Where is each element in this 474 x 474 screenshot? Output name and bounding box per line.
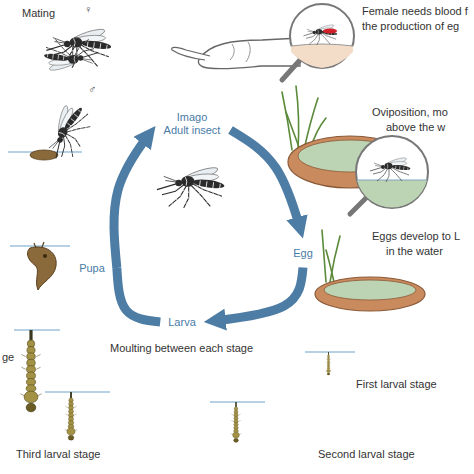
second-larva — [231, 402, 242, 442]
magnifier-blood-meal — [282, 60, 300, 80]
first-larva — [326, 352, 332, 375]
annotation-text: Female needs blood f — [362, 4, 468, 18]
fourth-larva — [14, 329, 60, 330]
stage-name: Larva — [168, 316, 196, 329]
hand-drawing — [172, 47, 210, 60]
stage-label: Larva — [166, 314, 198, 331]
second-larva — [210, 402, 265, 442]
cycle-arrow — [114, 126, 156, 268]
annotation-text: ge — [2, 350, 14, 364]
stage-name: Imago Adult insect — [164, 111, 221, 137]
magnifier-oviposition — [350, 198, 366, 214]
magnifier-blood-meal — [282, 4, 354, 80]
magnifier-oviposition — [350, 136, 428, 214]
fourth-larva — [20, 330, 41, 412]
annotation-text: Third larval stage — [16, 447, 100, 461]
stage-name: Egg — [293, 247, 313, 260]
third-larva — [45, 392, 110, 440]
grass — [326, 250, 334, 282]
hand-drawing — [198, 38, 300, 69]
mating-mosquitoes — [44, 27, 112, 73]
magnifier-oviposition — [357, 180, 427, 181]
annotation-text: ♂ — [88, 82, 96, 96]
stage-label: Egg — [291, 245, 315, 262]
emerging-adult — [38, 99, 98, 166]
cycle-arrow — [204, 268, 303, 323]
grass — [330, 236, 340, 282]
annotation-text: the production of eg — [362, 19, 459, 33]
annotation-text: above the w — [386, 120, 445, 134]
third-larva — [65, 392, 78, 440]
adult-mosquito — [157, 165, 225, 208]
annotation-text: in the water — [386, 244, 443, 258]
grass — [322, 230, 326, 282]
hand-drawing — [172, 38, 300, 69]
grass — [322, 230, 340, 282]
pupa-drawing — [28, 247, 57, 290]
annotation-text: Eggs develop to L — [372, 229, 460, 243]
third-larva — [45, 391, 110, 392]
magnifier-blood-meal — [304, 24, 338, 45]
magnifier-oviposition — [370, 156, 411, 182]
adult-mosquito — [157, 165, 225, 208]
grass — [286, 112, 300, 150]
grass — [282, 92, 292, 150]
annotation-text: Oviposition, mo — [372, 105, 448, 119]
stage-name: Pupa — [79, 262, 105, 275]
magnifier-blood-meal — [323, 28, 337, 33]
emerging-adult — [8, 99, 98, 166]
fourth-larva — [14, 330, 60, 412]
emerging-adult — [30, 150, 58, 160]
annotation-text: Second larval stage — [318, 447, 415, 461]
stage-label: Pupa — [77, 260, 107, 277]
annotation-text: First larval stage — [356, 377, 437, 391]
pupa-drawing — [34, 242, 44, 248]
hand-drawing — [230, 42, 250, 62]
annotation-text: Moulting between each stage — [110, 341, 253, 355]
annotation-text: ♀ — [84, 2, 92, 16]
cycle-arrow — [231, 130, 303, 239]
egg-bowl — [315, 277, 425, 311]
mating-mosquitoes — [44, 38, 98, 72]
magnifier-blood-meal — [291, 44, 353, 68]
first-larva — [305, 351, 355, 352]
second-larva — [210, 401, 265, 402]
first-larva — [305, 352, 355, 375]
annotation-text: Mating — [22, 6, 55, 20]
pupa-drawing — [43, 254, 47, 258]
magnifier-blood-meal — [291, 44, 353, 46]
pupa-drawing — [10, 245, 70, 246]
magnifier-blood-meal — [290, 4, 354, 68]
magnifier-oviposition — [357, 180, 427, 208]
egg-bowl — [315, 277, 425, 311]
cycle-arrow — [117, 268, 160, 322]
pupa-drawing — [10, 242, 70, 290]
stage-label: Imago Adult insect — [162, 109, 223, 139]
magnifier-oviposition — [356, 136, 428, 208]
egg-bowl — [324, 280, 416, 300]
